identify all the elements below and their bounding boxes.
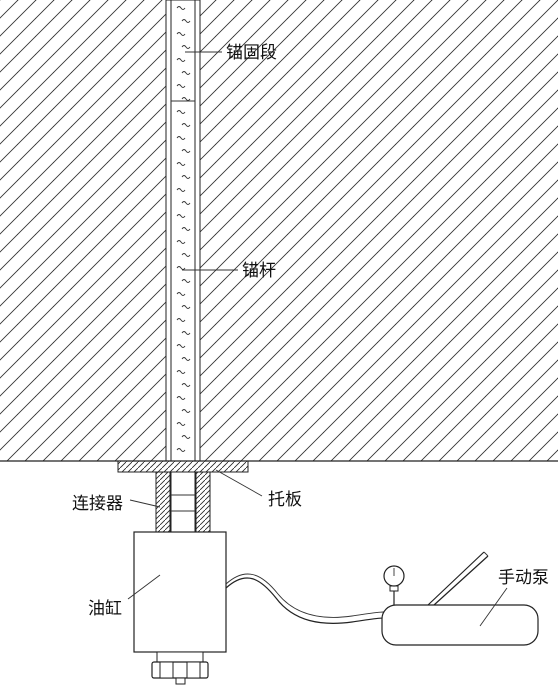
leader-connector xyxy=(129,499,161,508)
label-connector: 连接器 xyxy=(72,494,123,514)
label-anchor-section: 锚固段 xyxy=(226,43,277,63)
label-anchor-rod: 锚杆 xyxy=(242,261,276,281)
pressure-gauge-icon xyxy=(383,565,405,605)
tray-plate xyxy=(117,460,249,473)
hydraulic-hose xyxy=(225,577,385,624)
locking-nut xyxy=(151,651,209,685)
label-hand-pump: 手动泵 xyxy=(498,568,549,588)
rod-lower-section xyxy=(170,471,196,533)
hydraulic-hose-outer xyxy=(225,573,385,618)
leader-hand-pump xyxy=(479,587,508,627)
leader-tray-plate xyxy=(215,469,263,497)
anchor-rod xyxy=(170,0,196,462)
connector xyxy=(155,471,211,533)
oil-cylinder xyxy=(133,531,227,653)
leader-oil-cylinder xyxy=(127,574,161,600)
hand-pump-body xyxy=(381,604,539,646)
label-tray-plate: 托板 xyxy=(268,490,302,510)
leader-lines xyxy=(127,51,508,627)
label-oil-cylinder: 油缸 xyxy=(88,598,122,619)
pump-handle xyxy=(427,551,489,606)
rock-mass xyxy=(0,0,558,461)
